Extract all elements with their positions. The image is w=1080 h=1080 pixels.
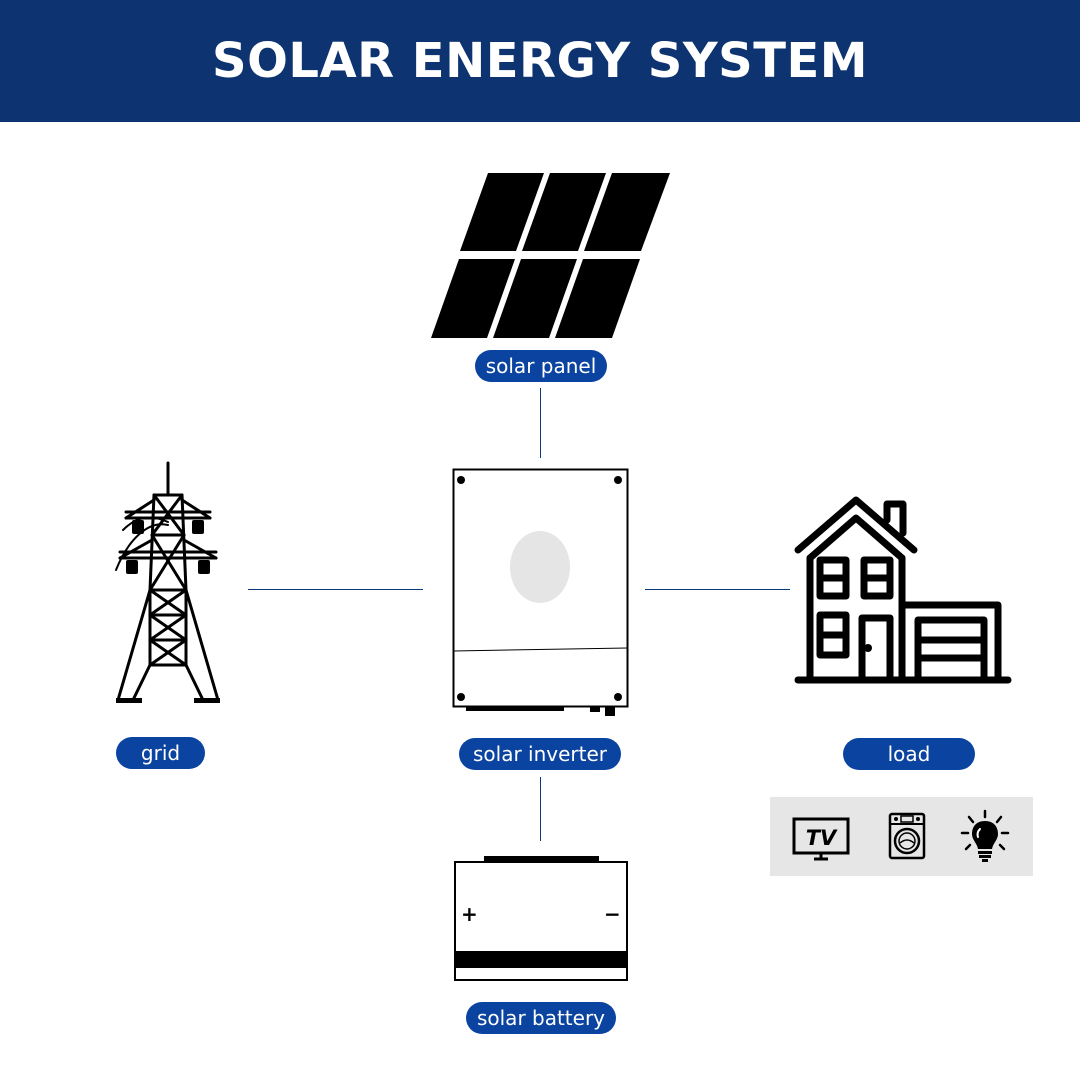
- load-label: load: [843, 738, 975, 770]
- connector-inverter-battery: [540, 777, 541, 841]
- solar-panel-icon: [431, 173, 670, 338]
- solar-panel-label: solar panel: [475, 350, 607, 382]
- solar-inverter-label: solar inverter: [459, 738, 621, 770]
- battery-minus-sign: −: [604, 902, 621, 926]
- connector-inverter-load: [645, 589, 790, 590]
- solar-battery-label: solar battery: [466, 1002, 616, 1034]
- light-bulb-icon: [960, 809, 1010, 862]
- grid-label: grid: [116, 737, 205, 769]
- header-banner: SOLAR ENERGY SYSTEM: [0, 0, 1080, 122]
- battery-icon: [454, 856, 628, 981]
- connector-panel-inverter: [540, 388, 541, 458]
- tv-icon: TV: [792, 817, 850, 861]
- house-icon: [794, 496, 1012, 684]
- power-tower-icon: [115, 461, 220, 703]
- inverter-icon: [452, 468, 629, 716]
- washing-machine-icon: [888, 812, 926, 860]
- page-title: SOLAR ENERGY SYSTEM: [212, 33, 868, 89]
- appliance-panel: TV: [770, 797, 1033, 876]
- connector-grid-inverter: [248, 589, 423, 590]
- battery-plus-sign: +: [461, 902, 478, 926]
- tv-icon-text: TV: [806, 826, 838, 850]
